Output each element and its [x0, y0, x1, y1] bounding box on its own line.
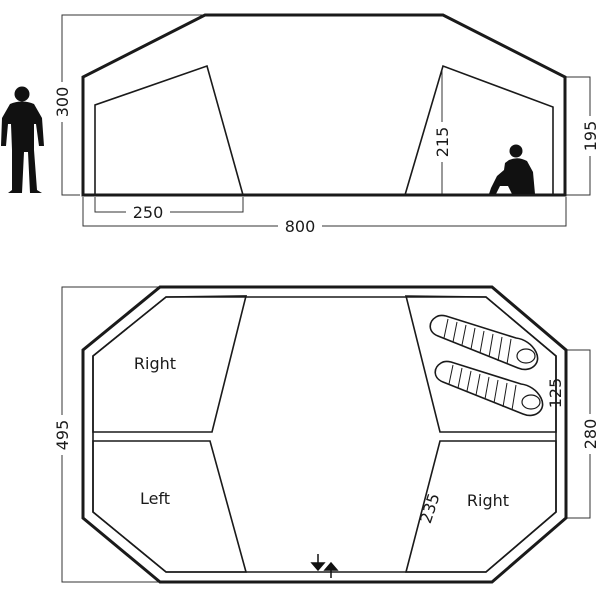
dim-label-495: 495	[53, 420, 72, 451]
room-top-right	[404, 295, 557, 433]
dim-label-300: 300	[53, 87, 72, 118]
room-bottom-right	[404, 440, 557, 573]
dim-label-195: 195	[581, 121, 600, 152]
sleeping-bag-bottom-icon	[434, 360, 544, 417]
room-bottom-left	[92, 440, 248, 573]
room-top-left	[92, 295, 248, 433]
plan-dimension-lines	[61, 286, 591, 583]
entrance-arrows-icon	[310, 554, 339, 578]
sleeping-bag-top-icon	[429, 314, 539, 371]
tent-floor-outline	[81, 285, 568, 584]
left-vestibule-panel	[94, 64, 244, 196]
dim-label-125: 125	[546, 378, 565, 409]
room-label-top-left: Right	[134, 354, 176, 373]
sitting-person-icon	[489, 144, 535, 194]
dim-label-215: 215	[433, 127, 452, 158]
side-view: 250 800 300 215 195	[1, 13, 600, 236]
room-label-bottom-left: Left	[140, 489, 170, 508]
room-label-bottom-right: Right	[467, 491, 509, 510]
right-bedroom-panel	[404, 64, 554, 196]
dim-label-235: 235	[416, 491, 444, 526]
standing-person-icon	[1, 86, 44, 193]
tent-side-outline	[81, 13, 567, 197]
dim-label-800: 800	[285, 217, 316, 236]
floor-plan: Right Left Right 495 280 125 235	[53, 285, 600, 584]
dim-label-250: 250	[133, 203, 164, 222]
dim-label-280: 280	[581, 419, 600, 450]
